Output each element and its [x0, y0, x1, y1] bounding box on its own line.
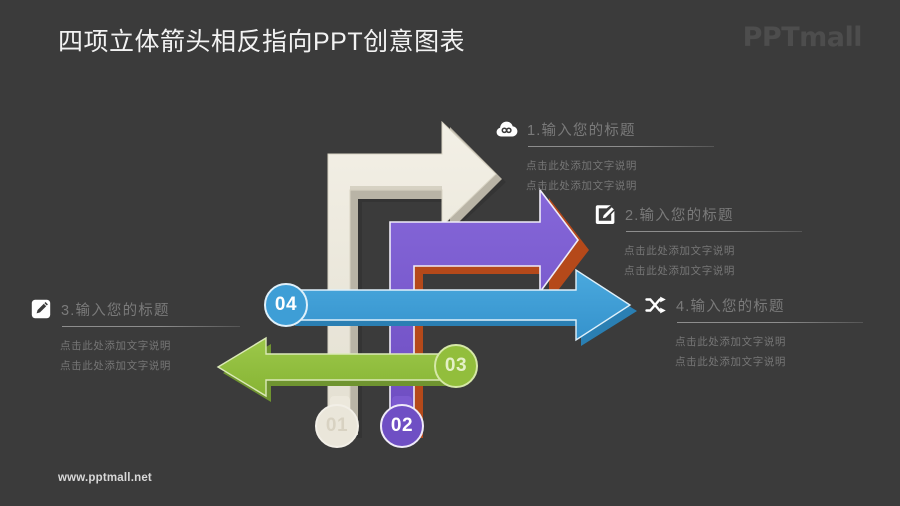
text-block-1-header: 1.输入您的标题 — [496, 118, 716, 140]
text-block-1-line-2: 点击此处添加文字说明 — [526, 180, 637, 192]
text-block-3-line-1: 点击此处添加文字说明 — [60, 340, 171, 352]
text-block-3-divider — [62, 326, 240, 327]
text-block-1-body: 点击此处添加文字说明 点击此处添加文字说明 — [496, 156, 716, 196]
text-block-4-line-1: 点击此处添加文字说明 — [675, 336, 786, 348]
badge-02[interactable]: 02 — [380, 404, 424, 448]
text-block-2-title: 2.输入您的标题 — [625, 207, 734, 224]
text-block-2[interactable]: 2.输入您的标题 点击此处添加文字说明 点击此处添加文字说明 — [594, 203, 808, 281]
text-block-3-title: 3.输入您的标题 — [61, 302, 170, 319]
text-block-4-header: 4.输入您的标题 — [645, 294, 870, 316]
pencil-square-icon — [30, 298, 52, 320]
text-block-4-line-2: 点击此处添加文字说明 — [675, 356, 786, 368]
badge-01[interactable]: 01 — [315, 404, 359, 448]
text-block-3-header: 3.输入您的标题 — [30, 298, 248, 320]
text-block-3-line-2: 点击此处添加文字说明 — [60, 360, 171, 372]
text-block-3-body: 点击此处添加文字说明 点击此处添加文字说明 — [30, 336, 248, 376]
text-block-2-line-2: 点击此处添加文字说明 — [624, 265, 735, 277]
text-block-4-body: 点击此处添加文字说明 点击此处添加文字说明 — [645, 332, 870, 372]
text-block-2-header: 2.输入您的标题 — [594, 203, 808, 225]
badge-04[interactable]: 04 — [264, 283, 308, 327]
text-block-4[interactable]: 4.输入您的标题 点击此处添加文字说明 点击此处添加文字说明 — [645, 294, 870, 372]
shuffle-icon — [645, 294, 667, 316]
text-block-4-title: 4.输入您的标题 — [676, 298, 785, 315]
text-block-2-line-1: 点击此处添加文字说明 — [624, 245, 735, 257]
text-block-1-divider — [528, 146, 714, 147]
text-block-1-line-1: 点击此处添加文字说明 — [526, 160, 637, 172]
page-title: 四项立体箭头相反指向PPT创意图表 — [58, 28, 466, 56]
text-block-1-title: 1.输入您的标题 — [527, 122, 636, 139]
text-block-2-body: 点击此处添加文字说明 点击此处添加文字说明 — [594, 241, 808, 281]
edit-square-icon — [594, 203, 616, 225]
text-block-2-divider — [626, 231, 802, 232]
text-block-1[interactable]: 1.输入您的标题 点击此处添加文字说明 点击此处添加文字说明 — [496, 118, 716, 196]
cloud-infinity-icon — [496, 118, 518, 140]
text-block-3[interactable]: 3.输入您的标题 点击此处添加文字说明 点击此处添加文字说明 — [30, 298, 248, 376]
badge-03[interactable]: 03 — [434, 344, 478, 388]
footer-url[interactable]: www.pptmall.net — [58, 472, 152, 484]
brand-logo: PPTmall — [742, 22, 863, 53]
text-block-4-divider — [677, 322, 863, 323]
blue-right-arrow — [289, 268, 637, 346]
